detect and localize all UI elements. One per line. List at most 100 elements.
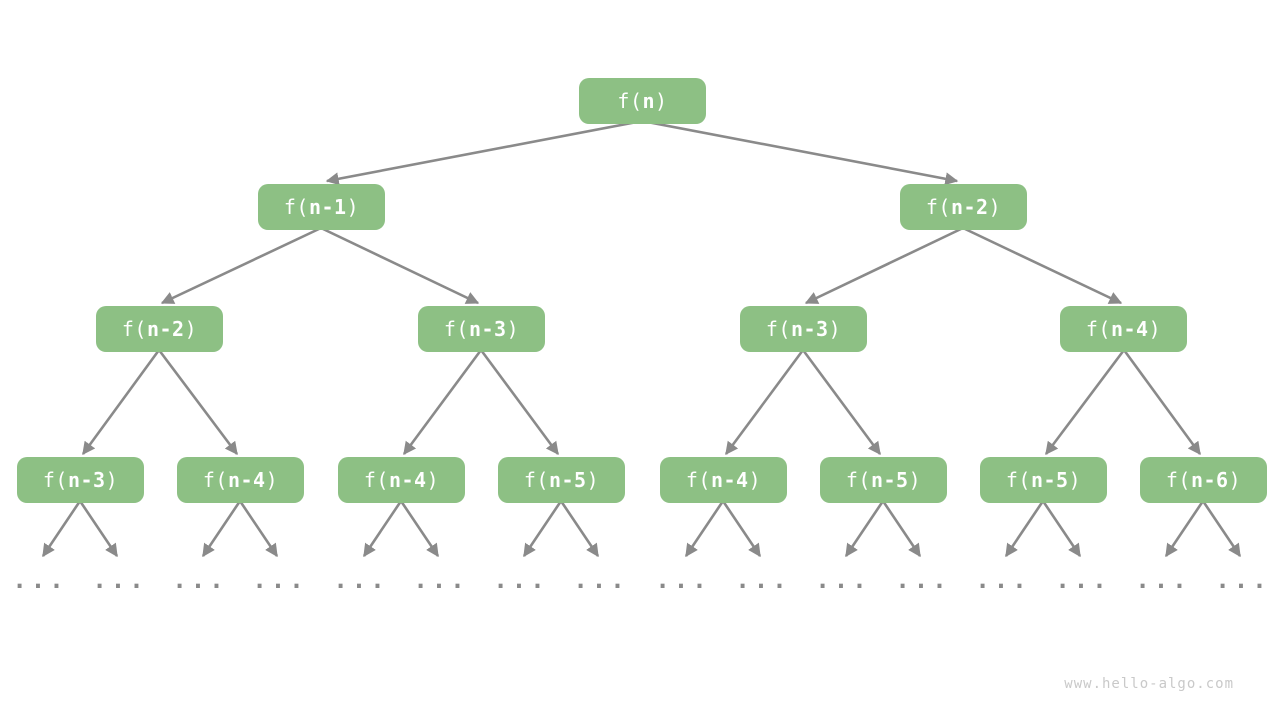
- label-arg: n-2: [146, 317, 185, 341]
- label-prefix: f(: [1085, 317, 1111, 341]
- tree-node-f-n-3b: f(n-3): [740, 306, 867, 352]
- label-prefix: f(: [283, 195, 309, 219]
- label-arg: n: [642, 89, 656, 113]
- label-prefix: f(: [1005, 468, 1031, 492]
- label-suffix: ): [1148, 317, 1162, 341]
- edge: [1201, 500, 1242, 558]
- watermark: www.hello-algo.com: [1064, 676, 1234, 692]
- label-prefix: f(: [925, 195, 951, 219]
- label-prefix: f(: [765, 317, 791, 341]
- tree-node-leaf-6: f(n-5): [980, 457, 1107, 503]
- tree-node-f-n-2b: f(n-2): [96, 306, 223, 352]
- label-suffix: ): [586, 468, 600, 492]
- label-arg: n-4: [388, 468, 427, 492]
- label-prefix: f(: [121, 317, 147, 341]
- edge: [362, 500, 403, 558]
- ellipsis: ...: [815, 566, 871, 594]
- label-prefix: f(: [443, 317, 469, 341]
- label-arg: n-5: [548, 468, 587, 492]
- edge: [238, 500, 279, 558]
- label-arg: n-2: [950, 195, 989, 219]
- tree-node-leaf-7: f(n-6): [1140, 457, 1267, 503]
- ellipsis: ...: [172, 566, 228, 594]
- tree-node-leaf-4: f(n-4): [660, 457, 787, 503]
- ellipsis: ...: [333, 566, 389, 594]
- edge: [78, 500, 119, 558]
- label-arg: n-3: [67, 468, 106, 492]
- label-suffix: ): [828, 317, 842, 341]
- label-suffix: ): [265, 468, 279, 492]
- edge: [721, 500, 762, 558]
- edge: [325, 119, 643, 186]
- ellipsis: ...: [493, 566, 549, 594]
- label-suffix: ): [655, 89, 668, 113]
- tree-node-leaf-3: f(n-5): [498, 457, 625, 503]
- edge: [844, 500, 885, 558]
- edge: [559, 500, 600, 558]
- edge: [479, 349, 560, 456]
- label-prefix: f(: [523, 468, 549, 492]
- label-prefix: f(: [42, 468, 68, 492]
- label-arg: n-4: [227, 468, 266, 492]
- edge: [320, 226, 480, 305]
- tree-node-leaf-1: f(n-4): [177, 457, 304, 503]
- edge: [881, 500, 922, 558]
- tree-node-f-n-3: f(n-3): [418, 306, 545, 352]
- edge: [157, 349, 239, 456]
- edge: [684, 500, 725, 558]
- ellipsis: ...: [1215, 566, 1271, 594]
- edge: [522, 500, 563, 558]
- tree-node-leaf-0: f(n-3): [17, 457, 144, 503]
- label-suffix: ): [748, 468, 762, 492]
- edge: [804, 226, 964, 305]
- label-suffix: ): [1228, 468, 1242, 492]
- label-arg: n-5: [870, 468, 909, 492]
- ellipsis: ...: [975, 566, 1031, 594]
- edge: [1164, 500, 1205, 558]
- ellipsis: ...: [1055, 566, 1111, 594]
- ellipsis: ...: [735, 566, 791, 594]
- label-prefix: f(: [617, 89, 643, 113]
- label-suffix: ): [988, 195, 1002, 219]
- edge: [1044, 349, 1126, 456]
- ellipsis: ...: [655, 566, 711, 594]
- edge: [160, 226, 322, 305]
- edge: [1122, 349, 1202, 456]
- tree-node-f-n-1: f(n-1): [258, 184, 385, 230]
- label-prefix: f(: [363, 468, 389, 492]
- label-suffix: ): [1068, 468, 1082, 492]
- label-arg: n-6: [1190, 468, 1229, 492]
- edge: [801, 349, 882, 456]
- label-prefix: f(: [845, 468, 871, 492]
- edge: [962, 226, 1123, 305]
- label-prefix: f(: [202, 468, 228, 492]
- edge: [724, 349, 805, 456]
- edge: [1041, 500, 1082, 558]
- label-arg: n-3: [468, 317, 507, 341]
- ellipsis: ...: [895, 566, 951, 594]
- ellipsis: ...: [92, 566, 148, 594]
- label-arg: n-4: [1110, 317, 1149, 341]
- label-suffix: ): [506, 317, 520, 341]
- label-prefix: f(: [1165, 468, 1191, 492]
- ellipsis: ...: [252, 566, 308, 594]
- label-arg: n-3: [790, 317, 829, 341]
- edge: [201, 500, 242, 558]
- tree-node-leaf-2: f(n-4): [338, 457, 465, 503]
- ellipsis: ...: [12, 566, 68, 594]
- edge: [1004, 500, 1045, 558]
- tree-node-f-n-2: f(n-2): [900, 184, 1027, 230]
- label-suffix: ): [105, 468, 119, 492]
- ellipsis: ...: [1135, 566, 1191, 594]
- edge: [41, 500, 82, 558]
- label-arg: n-1: [308, 195, 347, 219]
- tree-node-leaf-5: f(n-5): [820, 457, 947, 503]
- label-suffix: ): [346, 195, 360, 219]
- edge: [641, 119, 959, 186]
- label-arg: n-5: [1030, 468, 1069, 492]
- label-suffix: ): [908, 468, 922, 492]
- edge: [399, 500, 440, 558]
- label-prefix: f(: [685, 468, 711, 492]
- edge: [81, 349, 161, 456]
